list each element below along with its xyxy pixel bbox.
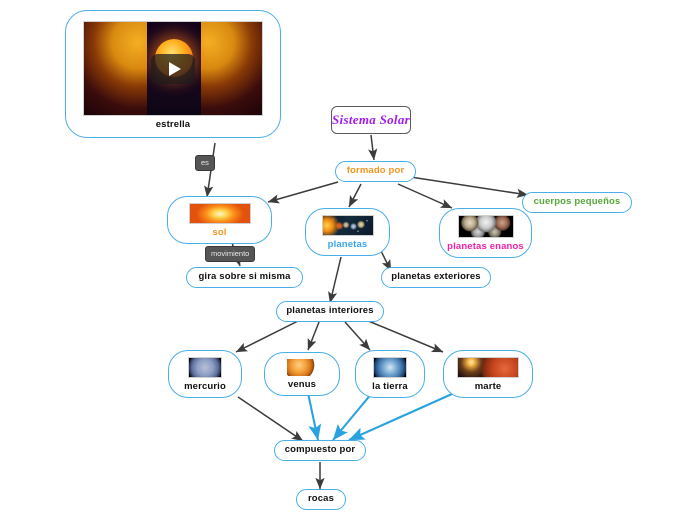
edge-interiores-mercurio xyxy=(235,319,301,353)
node-la-tierra-label: la tierra xyxy=(372,381,408,392)
edge-label-movimiento[interactable]: movimiento xyxy=(205,246,256,262)
edge-venus-compuesto xyxy=(306,392,322,441)
edge-latierra-compuesto xyxy=(332,392,373,441)
sun-right-half-icon xyxy=(199,22,262,115)
node-estrella[interactable]: estrella xyxy=(65,10,281,138)
node-marte[interactable]: marte xyxy=(443,350,533,398)
edge-interiores-venus xyxy=(307,321,320,351)
node-mercurio-label: mercurio xyxy=(184,381,226,392)
earth-image xyxy=(373,357,407,378)
edge-formadopor-sol xyxy=(267,181,339,204)
node-sol[interactable]: sol xyxy=(167,196,272,244)
node-planetas-interiores-label: planetas interiores xyxy=(286,305,374,316)
node-planetas-exteriores[interactable]: planetas exteriores xyxy=(381,267,491,288)
node-planetas-label: planetas xyxy=(327,239,368,250)
node-formado-por-label: formado por xyxy=(346,165,405,176)
play-button-icon[interactable] xyxy=(151,53,195,84)
node-cuerpos-pequenos[interactable]: cuerpos pequeños xyxy=(522,192,632,213)
venus-image xyxy=(287,359,317,376)
play-triangle-icon xyxy=(168,61,181,76)
node-gira-sobre-si-misma-label: gira sobre si misma xyxy=(198,271,291,282)
sun-video-thumbnail[interactable] xyxy=(83,21,263,116)
edge-marte-compuesto xyxy=(348,393,453,441)
edge-label-es[interactable]: es xyxy=(195,155,215,171)
node-planetas-interiores[interactable]: planetas interiores xyxy=(276,301,384,322)
edge-mercurio-compuesto xyxy=(237,396,304,442)
node-rocas[interactable]: rocas xyxy=(296,489,346,510)
node-estrella-label: estrella xyxy=(155,119,191,130)
edge-formadopor-planetasenanos xyxy=(397,183,453,209)
node-cuerpos-pequenos-label: cuerpos pequeños xyxy=(533,196,621,207)
edge-interiores-marte xyxy=(365,319,444,353)
node-venus-label: venus xyxy=(287,379,317,390)
node-rocas-label: rocas xyxy=(307,493,335,504)
edge-interiores-latierra xyxy=(344,321,371,351)
node-sistema-solar-title[interactable]: Sistema Solar xyxy=(331,106,411,134)
node-planetas-enanos-label: planetas enanos xyxy=(447,241,524,252)
node-mercurio[interactable]: mercurio xyxy=(168,350,242,398)
dwarf-planets-image xyxy=(457,215,514,238)
sun-left-half-icon xyxy=(84,22,147,115)
page-title: Sistema Solar xyxy=(332,111,410,127)
edge-title-formadopor xyxy=(368,134,378,161)
edge-planetas-interiores xyxy=(328,256,342,304)
node-la-tierra[interactable]: la tierra xyxy=(355,350,425,398)
node-gira-sobre-si-misma[interactable]: gira sobre si misma xyxy=(186,267,303,288)
sunset-image xyxy=(188,203,251,224)
node-sol-label: sol xyxy=(212,227,227,238)
node-formado-por[interactable]: formado por xyxy=(335,161,416,182)
node-marte-label: marte xyxy=(474,381,502,392)
edge-formadopor-planetas xyxy=(348,183,362,208)
solar-system-image xyxy=(321,215,374,236)
node-compuesto-por-label: compuesto por xyxy=(284,444,356,455)
edge-formadopor-cuerpospequenos xyxy=(403,175,529,198)
node-planetas[interactable]: planetas xyxy=(305,208,390,256)
node-compuesto-por[interactable]: compuesto por xyxy=(274,440,366,461)
node-planetas-exteriores-label: planetas exteriores xyxy=(391,271,481,282)
mars-image xyxy=(457,357,519,378)
node-planetas-enanos[interactable]: planetas enanos xyxy=(439,208,532,258)
mercury-image xyxy=(188,357,222,378)
node-venus[interactable]: venus xyxy=(264,352,340,396)
